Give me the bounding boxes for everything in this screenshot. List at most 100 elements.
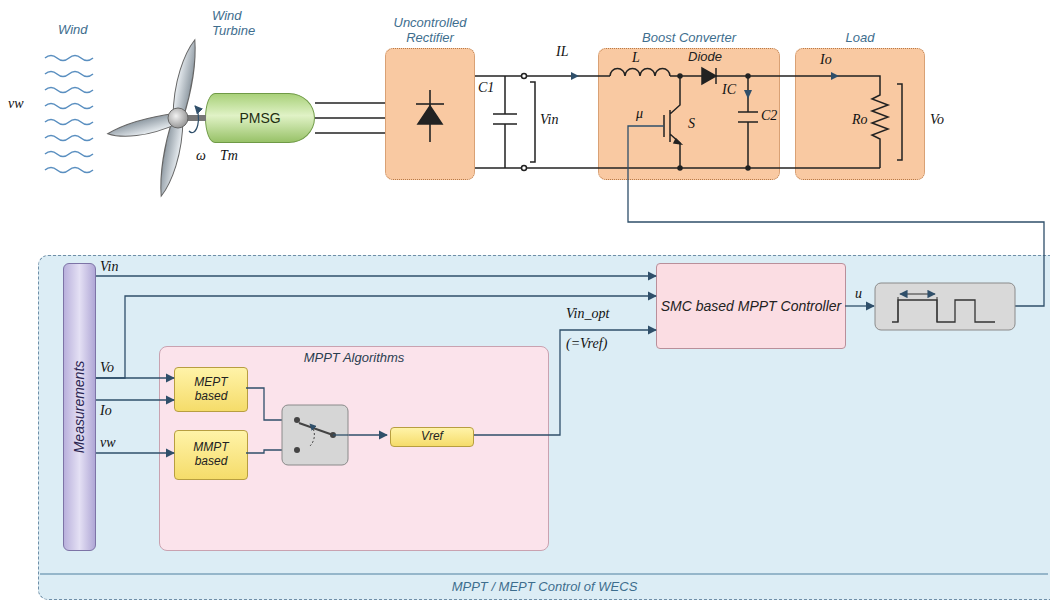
wind-line bbox=[45, 56, 93, 61]
rectifier-diode-symbol bbox=[416, 103, 444, 105]
signal-connector bbox=[96, 399, 174, 400]
dc-circuit bbox=[522, 166, 527, 171]
box-label: MEPT based bbox=[177, 376, 245, 404]
bar-label: Measurements bbox=[72, 361, 88, 454]
current-label: IC bbox=[722, 82, 736, 98]
capacitor-label: C2 bbox=[761, 108, 777, 124]
dc-circuit bbox=[610, 69, 670, 76]
dc-circuit bbox=[678, 166, 682, 170]
signal-label: Io bbox=[100, 403, 112, 419]
rectifier-diode-symbol bbox=[418, 106, 442, 124]
block-heading: Uncontrolled Rectifier bbox=[375, 4, 485, 48]
measurements-bar: Measurements bbox=[63, 263, 96, 551]
smc-controller-box: SMC based MPPT Controller bbox=[656, 263, 846, 349]
control-wiring bbox=[40, 126, 1048, 574]
box-label: Vref bbox=[421, 430, 443, 444]
vref-box: Vref bbox=[390, 427, 474, 447]
speed-symbol: ω bbox=[196, 148, 206, 164]
capacitor-label: C1 bbox=[478, 80, 494, 96]
signal-label: Vo bbox=[100, 360, 114, 376]
mept-box: MEPT based bbox=[174, 367, 248, 412]
three-phase-wires bbox=[315, 117, 385, 119]
voltage-label: Vo bbox=[930, 112, 944, 128]
wind-speed-label: vw bbox=[8, 96, 24, 112]
wind-line bbox=[45, 120, 93, 125]
dc-circuit bbox=[831, 72, 839, 80]
dc-circuit bbox=[702, 68, 716, 84]
boost-converter-block: Boost Converter bbox=[590, 4, 788, 180]
control-wiring bbox=[845, 305, 874, 306]
dc-circuit bbox=[746, 74, 750, 78]
dc-circuit bbox=[571, 72, 579, 80]
selector-switch bbox=[333, 434, 348, 435]
block-heading: Load bbox=[790, 4, 930, 48]
dc-circuit bbox=[475, 75, 610, 77]
dc-circuit bbox=[678, 74, 682, 78]
three-phase-wires bbox=[315, 102, 385, 104]
pwm-block bbox=[875, 283, 1015, 330]
group-heading: MPPT Algorithms bbox=[160, 350, 548, 365]
pmsg-generator: PMSG bbox=[205, 93, 315, 143]
signal-connector bbox=[96, 275, 656, 276]
dc-circuit bbox=[670, 76, 888, 168]
block-title: Load bbox=[846, 30, 875, 45]
dc-circuit bbox=[493, 76, 517, 168]
generator-label: PMSG bbox=[239, 110, 280, 126]
selector-switch bbox=[294, 417, 300, 423]
torque-symbol: Tm bbox=[220, 148, 238, 164]
box-label: MMPT based bbox=[177, 441, 245, 469]
pwm-block bbox=[900, 293, 935, 294]
wind-label: Wind bbox=[58, 22, 88, 37]
dc-circuit bbox=[664, 76, 680, 168]
turbine bbox=[107, 38, 206, 198]
signal-connector bbox=[96, 452, 174, 453]
wind-line bbox=[45, 72, 93, 77]
control-wiring bbox=[348, 434, 387, 435]
dc-circuit bbox=[738, 76, 758, 168]
selector-switch bbox=[294, 447, 300, 453]
voltage-label: Vin bbox=[540, 112, 558, 128]
selector-switch bbox=[282, 405, 348, 465]
turbine bbox=[189, 106, 199, 133]
block-heading: Boost Converter bbox=[590, 4, 788, 48]
duty-symbol: μ bbox=[636, 106, 643, 122]
signal-connector bbox=[96, 296, 656, 378]
dc-circuit bbox=[674, 139, 681, 144]
dc-circuit bbox=[530, 82, 535, 162]
wind-line bbox=[45, 136, 93, 141]
signal-connector bbox=[474, 330, 656, 435]
three-phase-wires bbox=[315, 132, 385, 134]
reference-label: (=Vref) bbox=[566, 336, 607, 352]
connectors bbox=[96, 276, 656, 453]
signal-connector bbox=[96, 377, 174, 378]
reference-label: Vin_opt bbox=[566, 306, 609, 322]
selector-switch bbox=[299, 423, 333, 435]
block-title: Uncontrolled Rectifier bbox=[375, 15, 485, 45]
panel-caption: MPPT / MEPT Control of WECS bbox=[39, 579, 1050, 594]
dc-circuit bbox=[475, 68, 902, 171]
inductor-label: L bbox=[632, 50, 640, 66]
control-signal-label: u bbox=[855, 286, 862, 302]
selector-switch bbox=[310, 424, 314, 446]
selector-switch bbox=[282, 405, 348, 465]
signal-label: Vin bbox=[100, 259, 118, 275]
load-block: Load bbox=[790, 4, 930, 180]
dc-circuit bbox=[715, 68, 717, 84]
wind-lines bbox=[45, 56, 93, 173]
control-wiring bbox=[628, 126, 1044, 306]
mmpt-box: MMPT based bbox=[174, 430, 248, 480]
control-wiring bbox=[40, 573, 1048, 574]
wind-line bbox=[45, 168, 93, 173]
switch-label: S bbox=[688, 116, 695, 132]
current-label: Io bbox=[820, 52, 832, 68]
block-outline bbox=[598, 48, 780, 180]
rectifier-diode-symbol bbox=[416, 90, 444, 142]
three-phase-wires bbox=[315, 103, 385, 133]
dc-circuit bbox=[746, 166, 750, 170]
current-label: IL bbox=[556, 44, 568, 60]
wind-line bbox=[45, 152, 93, 157]
dc-circuit bbox=[897, 84, 902, 160]
wind-line bbox=[45, 88, 93, 93]
